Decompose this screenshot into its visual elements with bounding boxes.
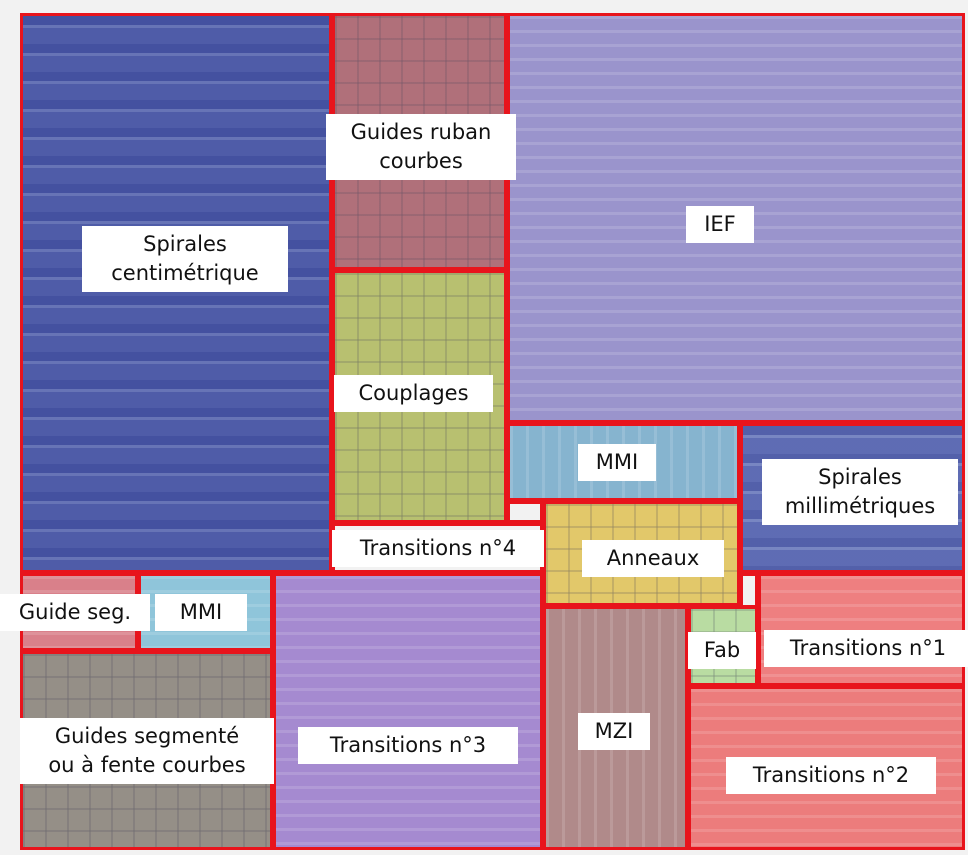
photonic-chip-layout — [20, 13, 965, 850]
zone-transitions-3 — [273, 573, 543, 850]
label-mmi-top: MMI — [578, 444, 656, 481]
label-ief: IEF — [686, 206, 754, 243]
label-fab: Fab — [688, 632, 756, 669]
label-couplages: Couplages — [334, 375, 493, 412]
zone-empty-cell-2 — [740, 573, 758, 608]
zone-empty-cell — [507, 501, 543, 523]
zone-mmi-top — [507, 423, 740, 501]
label-transitions-1: Transitions n°1 — [764, 630, 968, 667]
zone-spirales-centimetrique — [20, 13, 332, 573]
label-transitions-2: Transitions n°2 — [726, 757, 936, 794]
zone-mzi — [543, 606, 688, 850]
label-spirales-centimetrique: Spirales centimétrique — [82, 226, 288, 292]
label-transitions-3: Transitions n°3 — [298, 727, 518, 764]
label-guide-seg: Guide seg. — [0, 594, 150, 631]
label-transitions-4: Transitions n°4 — [332, 530, 544, 567]
label-mzi: MZI — [578, 713, 650, 750]
label-anneaux: Anneaux — [582, 540, 724, 577]
label-spirales-millimetriques: Spirales millimétriques — [762, 459, 958, 525]
label-guides-ruban-courbes: Guides ruban courbes — [326, 114, 516, 180]
label-mmi-left: MMI — [155, 594, 247, 631]
label-guides-segmentes: Guides segmenté ou à fente courbes — [20, 718, 274, 784]
